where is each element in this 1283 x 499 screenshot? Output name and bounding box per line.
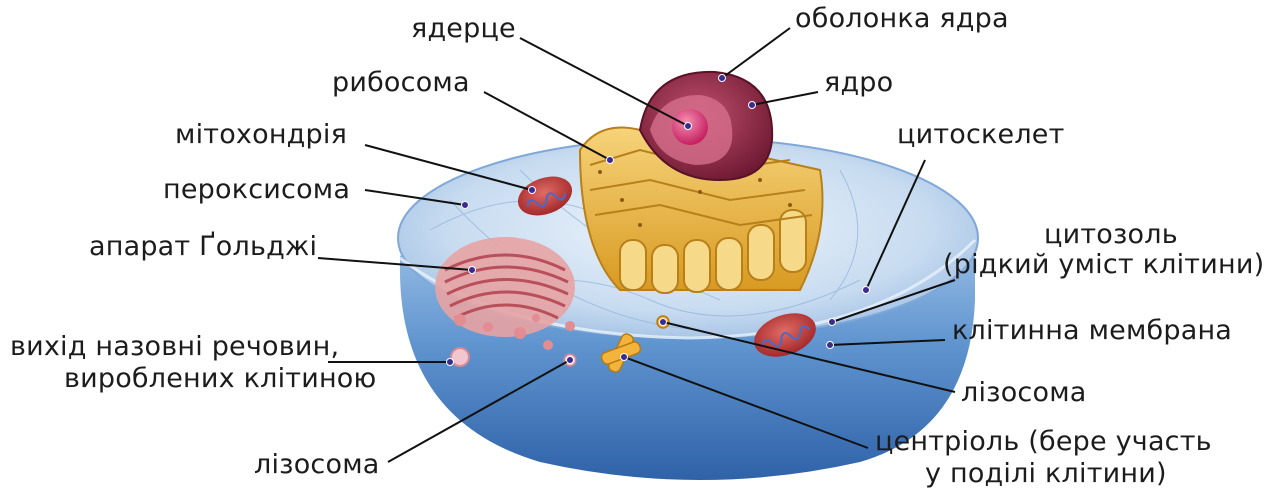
label-lysosome-right: лізосома — [961, 378, 1087, 408]
leader-dot-cytosol — [829, 319, 836, 326]
label-cytoskeleton: цитоскелет — [897, 120, 1065, 150]
leader-dot-lysosome-right — [660, 319, 667, 326]
label-nucleus: ядро — [824, 68, 893, 98]
leader-dot-golgi — [469, 267, 476, 274]
leader-dot-secretion — [447, 359, 454, 366]
label-mitochondrion: мітохондрія — [175, 120, 347, 150]
leader-dot-mitochondrion — [529, 187, 536, 194]
label-ribosome: рибосома — [332, 68, 470, 98]
leader-line-nuclear-envelope — [722, 28, 790, 78]
leader-dot-ribosome — [607, 157, 614, 164]
label-golgi: апарат Ґольджі — [89, 232, 317, 262]
leader-dot-centriole — [621, 354, 628, 361]
leader-dot-lysosome-left — [567, 357, 574, 364]
leader-line-nucleolus — [520, 38, 688, 126]
leader-dot-nucleus — [749, 102, 756, 109]
leader-dot-nucleolus — [685, 123, 692, 130]
label-centriole-line2: у поділі клітини) — [925, 459, 1167, 489]
label-secretion-line2: вироблених клітиною — [64, 364, 376, 394]
label-secretion-line1: вихід назовні речовин, — [10, 332, 339, 362]
label-cytosol-line2: (рідкий уміст клітини) — [943, 250, 1264, 280]
label-cytosol-line1: цитозоль — [1044, 220, 1178, 250]
label-membrane: клітинна мембрана — [952, 316, 1232, 346]
label-nucleolus: ядерце — [411, 14, 516, 44]
label-centriole-line1: центріоль (бере участь — [875, 427, 1212, 457]
label-nuclear-envelope: оболонка ядра — [795, 4, 1009, 34]
label-lysosome-left: лізосома — [254, 450, 380, 480]
leader-dot-cytoskeleton — [863, 287, 870, 294]
leader-dot-nuclear-envelope — [719, 75, 726, 82]
label-peroxisome: пероксисома — [163, 175, 350, 205]
leader-dot-membrane — [827, 342, 834, 349]
leader-dot-peroxisome — [462, 202, 469, 209]
